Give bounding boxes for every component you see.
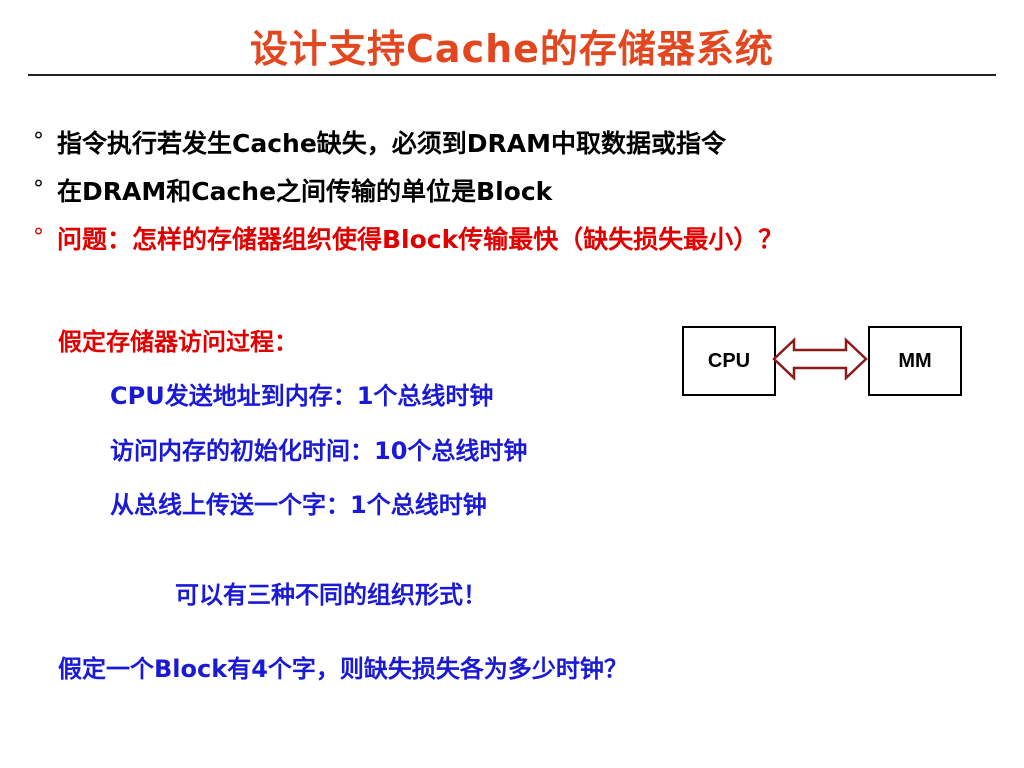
assumption-step: 访问内存的初始化时间：10个总线时钟 xyxy=(110,437,528,465)
mm-box: MM xyxy=(868,326,962,396)
bullet-item: ° 在DRAM和Cache之间传输的单位是Block xyxy=(33,172,783,220)
double-arrow-icon xyxy=(772,337,868,381)
slide-title: 设计支持Cache的存储器系统 xyxy=(250,27,774,71)
bullet-text: 指令执行若发生Cache缺失，必须到DRAM中取数据或指令 xyxy=(57,129,727,158)
cpu-mm-diagram: CPU MM xyxy=(680,326,964,398)
assumption-heading: 假定存储器访问过程： xyxy=(58,328,298,356)
bullet-text: 在DRAM和Cache之间传输的单位是Block xyxy=(57,177,553,206)
assumption-step: CPU发送地址到内存：1个总线时钟 xyxy=(110,382,494,410)
bullet-marker: ° xyxy=(33,177,44,202)
bullet-item-question: ° 问题：怎样的存储器组织使得Block传输最快（缺失损失最小）？ xyxy=(33,220,783,268)
bullet-item: ° 指令执行若发生Cache缺失，必须到DRAM中取数据或指令 xyxy=(33,124,783,172)
assumption-step: 从总线上传送一个字：1个总线时钟 xyxy=(110,491,487,519)
bullet-text: 问题：怎样的存储器组织使得Block传输最快（缺失损失最小）？ xyxy=(57,225,784,254)
cpu-box: CPU xyxy=(682,326,776,396)
block-question: 假定一个Block有4个字，则缺失损失各为多少时钟？ xyxy=(58,655,628,683)
bullet-marker: ° xyxy=(33,129,44,154)
bullet-marker: ° xyxy=(33,225,44,250)
title-divider xyxy=(28,74,996,76)
bullet-list: ° 指令执行若发生Cache缺失，必须到DRAM中取数据或指令 ° 在DRAM和… xyxy=(33,124,783,268)
organization-note: 可以有三种不同的组织形式！ xyxy=(175,581,487,609)
